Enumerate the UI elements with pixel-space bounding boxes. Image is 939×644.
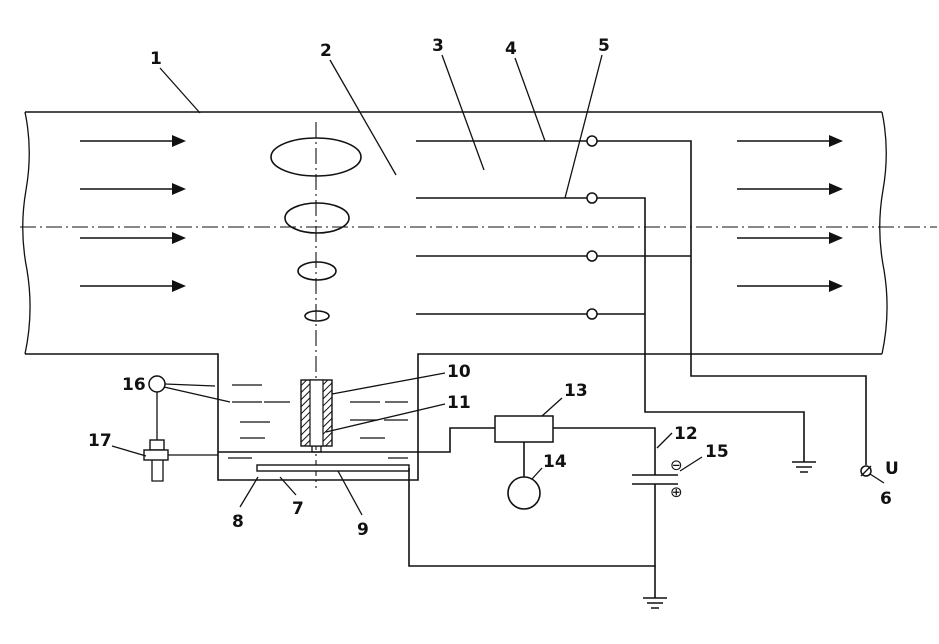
nozzle [300, 379, 333, 453]
level-sensor [148, 375, 166, 393]
power-converter [494, 415, 554, 443]
duct-left-break [22, 111, 31, 355]
callout-16: 16 [122, 375, 146, 395]
callout-12: 12 [674, 424, 698, 444]
droplet [297, 261, 337, 281]
capacitor-negative-sign: ⊖ [670, 456, 683, 474]
wire-terminal [586, 250, 598, 262]
voltage-terminal-slash [860, 465, 872, 477]
high-voltage-bus [597, 140, 867, 465]
duct-bottom-wall-with-reservoir [25, 353, 882, 481]
leader-lines [111, 54, 885, 516]
flow-arrow [737, 135, 843, 147]
converter-output-line [553, 427, 656, 475]
duct-right-break [879, 111, 888, 355]
droplet [284, 202, 350, 234]
callout-3: 3 [432, 36, 444, 56]
electrode-wires [416, 135, 598, 320]
callout-17: 17 [88, 431, 112, 451]
ground-bus [597, 197, 805, 462]
wire-terminal [586, 308, 598, 320]
flow-arrow [80, 135, 186, 147]
liquid-surface-marks [228, 384, 408, 459]
droplets [270, 137, 362, 322]
callout-2: 2 [320, 41, 332, 61]
flow-arrow [80, 232, 186, 244]
meter [507, 476, 541, 510]
callout-13: 13 [564, 381, 588, 401]
callout-10: 10 [447, 362, 471, 382]
wire-terminal [586, 135, 598, 147]
duct [22, 111, 888, 481]
supply-line [218, 427, 495, 453]
plate-ground-lead [408, 468, 656, 567]
callout-6: 6 [880, 489, 892, 509]
flow-arrow [737, 183, 843, 195]
callout-15: 15 [705, 442, 729, 462]
flow-arrow [80, 280, 186, 292]
callout-5: 5 [598, 36, 610, 56]
callout-9: 9 [357, 520, 369, 540]
ground-symbol [643, 597, 667, 609]
callout-7: 7 [292, 499, 304, 519]
flow-arrow [737, 280, 843, 292]
callout-14: 14 [543, 452, 567, 472]
flow-arrow [80, 183, 186, 195]
callout-11: 11 [447, 393, 471, 413]
ground-symbol [792, 461, 816, 473]
nozzle-bore [309, 379, 324, 447]
wire-terminal [586, 192, 598, 204]
flow-arrow [737, 232, 843, 244]
callout-4: 4 [505, 39, 517, 59]
callout-1: 1 [150, 49, 162, 69]
valve [143, 439, 218, 482]
plate-electrode [256, 464, 410, 472]
callout-8: 8 [232, 512, 244, 532]
flow-arrows [80, 135, 843, 292]
level-sensor-leads [163, 383, 231, 403]
capacitor-positive-sign: ⊕ [670, 483, 683, 501]
voltage-label: U [885, 459, 899, 479]
droplet [270, 137, 362, 177]
callouts: 1 2 3 4 5 6 7 8 9 10 11 12 13 14 15 16 1… [88, 36, 892, 540]
droplet [304, 310, 330, 322]
